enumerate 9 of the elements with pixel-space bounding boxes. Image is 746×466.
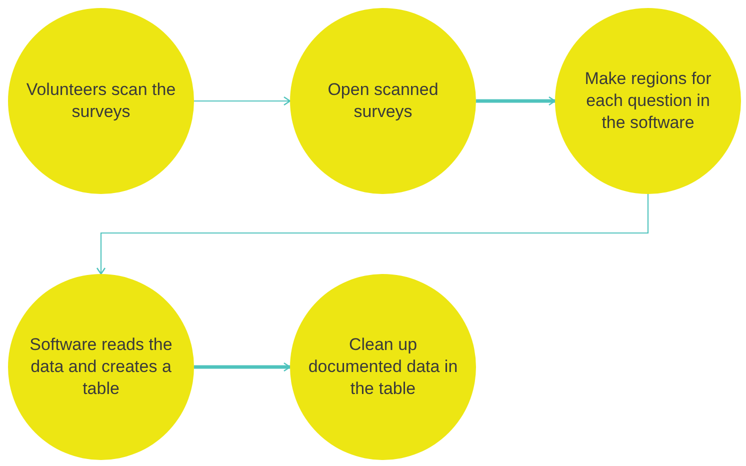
step-text: Make regions for each question in the software <box>584 68 712 134</box>
arrow <box>476 96 556 106</box>
step-text: Volunteers scan the surveys <box>25 79 177 123</box>
arrow <box>194 96 291 106</box>
step-text: Software reads the data and creates a table <box>28 334 174 400</box>
arrow <box>194 362 291 372</box>
arrow <box>96 194 649 275</box>
step-text: Open scanned surveys <box>326 79 440 123</box>
step-text: Clean up documented data in the table <box>307 334 459 400</box>
